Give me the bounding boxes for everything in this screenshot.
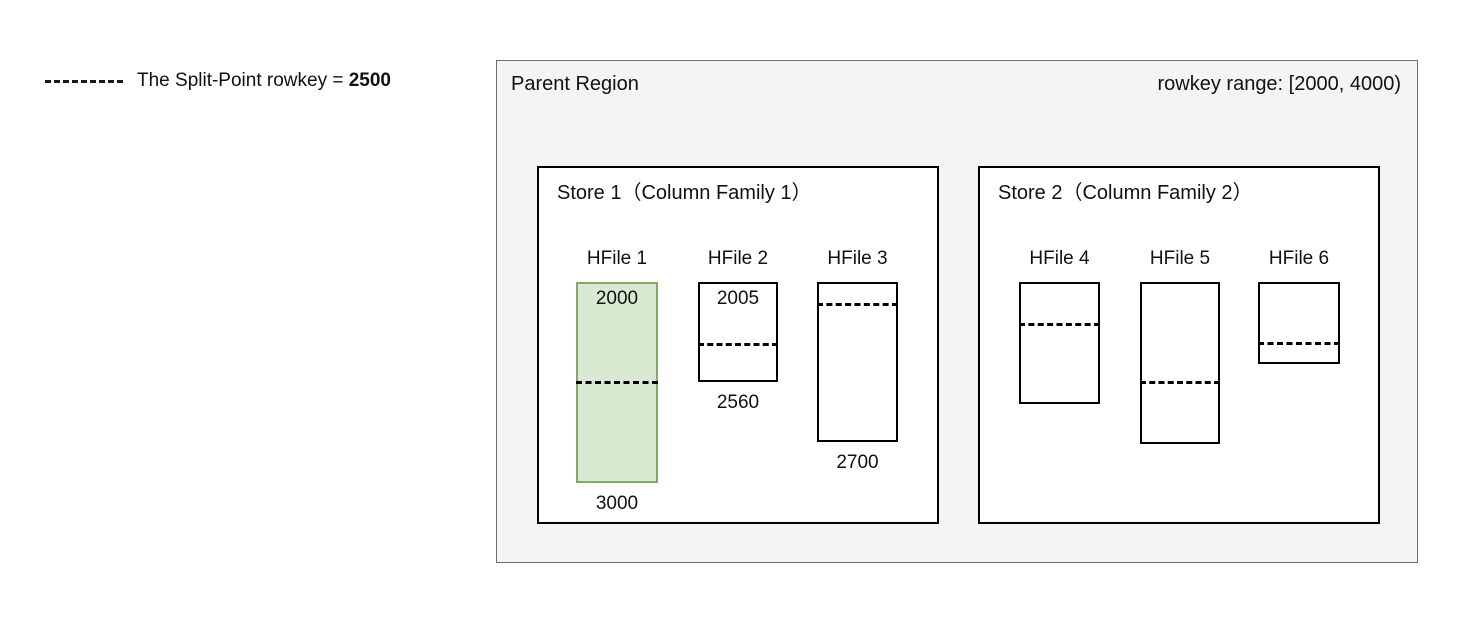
hfile-3-split-line (817, 303, 898, 306)
hfile-2-label: HFile 2 (707, 248, 769, 269)
hfile-1-start-rowkey: 2000 (595, 288, 639, 309)
parent-region-title: Parent Region (511, 73, 639, 95)
legend-label: The Split-Point rowkey = 2500 (137, 70, 391, 92)
parent-region-rowkey-range: rowkey range: [2000, 4000) (1157, 73, 1402, 95)
hfile-3[interactable]: HFile 3 2700 (817, 248, 898, 473)
dashed-line-icon (45, 79, 123, 83)
hfile-4-label: HFile 4 (1029, 248, 1090, 269)
hfile-5-label: HFile 5 (1149, 248, 1211, 269)
store-2-title: Store 2（Column Family 2） (998, 182, 1253, 204)
hfile-1[interactable]: HFile 1 2000 3000 (576, 248, 658, 514)
hfile-5[interactable]: HFile 5 (1140, 248, 1220, 444)
parent-region-container: Parent Region rowkey range: [2000, 4000)… (496, 60, 1418, 563)
hfile-3-label: HFile 3 (827, 248, 888, 269)
hfile-6-label: HFile 6 (1268, 248, 1330, 269)
store-2-container: Store 2（Column Family 2） HFile 4 HFile 5… (978, 166, 1380, 524)
legend-text-prefix: The Split-Point rowkey = (137, 70, 349, 91)
store-1-title: Store 1（Column Family 1） (557, 182, 812, 204)
hfile-1-split-line (576, 381, 658, 384)
hfile-5-split-line (1140, 381, 1220, 384)
hfile-5-box (1140, 282, 1220, 444)
hfile-3-end-rowkey: 2700 (836, 452, 879, 473)
store-1-container: Store 1（Column Family 1） HFile 1 2000 30… (537, 166, 939, 524)
hfile-2[interactable]: HFile 2 2005 2560 (698, 248, 778, 413)
hfile-1-end-rowkey: 3000 (595, 493, 639, 514)
hfile-1-label: HFile 1 (586, 248, 648, 269)
legend: The Split-Point rowkey = 2500 (45, 66, 391, 96)
hfile-4-split-line (1019, 323, 1100, 326)
hfile-6-box (1258, 282, 1340, 364)
hfile-2-box (698, 282, 778, 382)
hfile-2-split-line (698, 343, 778, 346)
hfile-6[interactable]: HFile 6 (1258, 248, 1340, 364)
hfile-2-end-rowkey: 2560 (716, 392, 760, 413)
hfile-2-start-rowkey: 2005 (716, 288, 760, 309)
hfile-4-box (1019, 282, 1100, 404)
hfile-3-box (817, 282, 898, 442)
hfile-6-split-line (1258, 342, 1340, 345)
legend-split-point-value: 2500 (348, 70, 392, 91)
hfile-4[interactable]: HFile 4 (1019, 248, 1100, 404)
